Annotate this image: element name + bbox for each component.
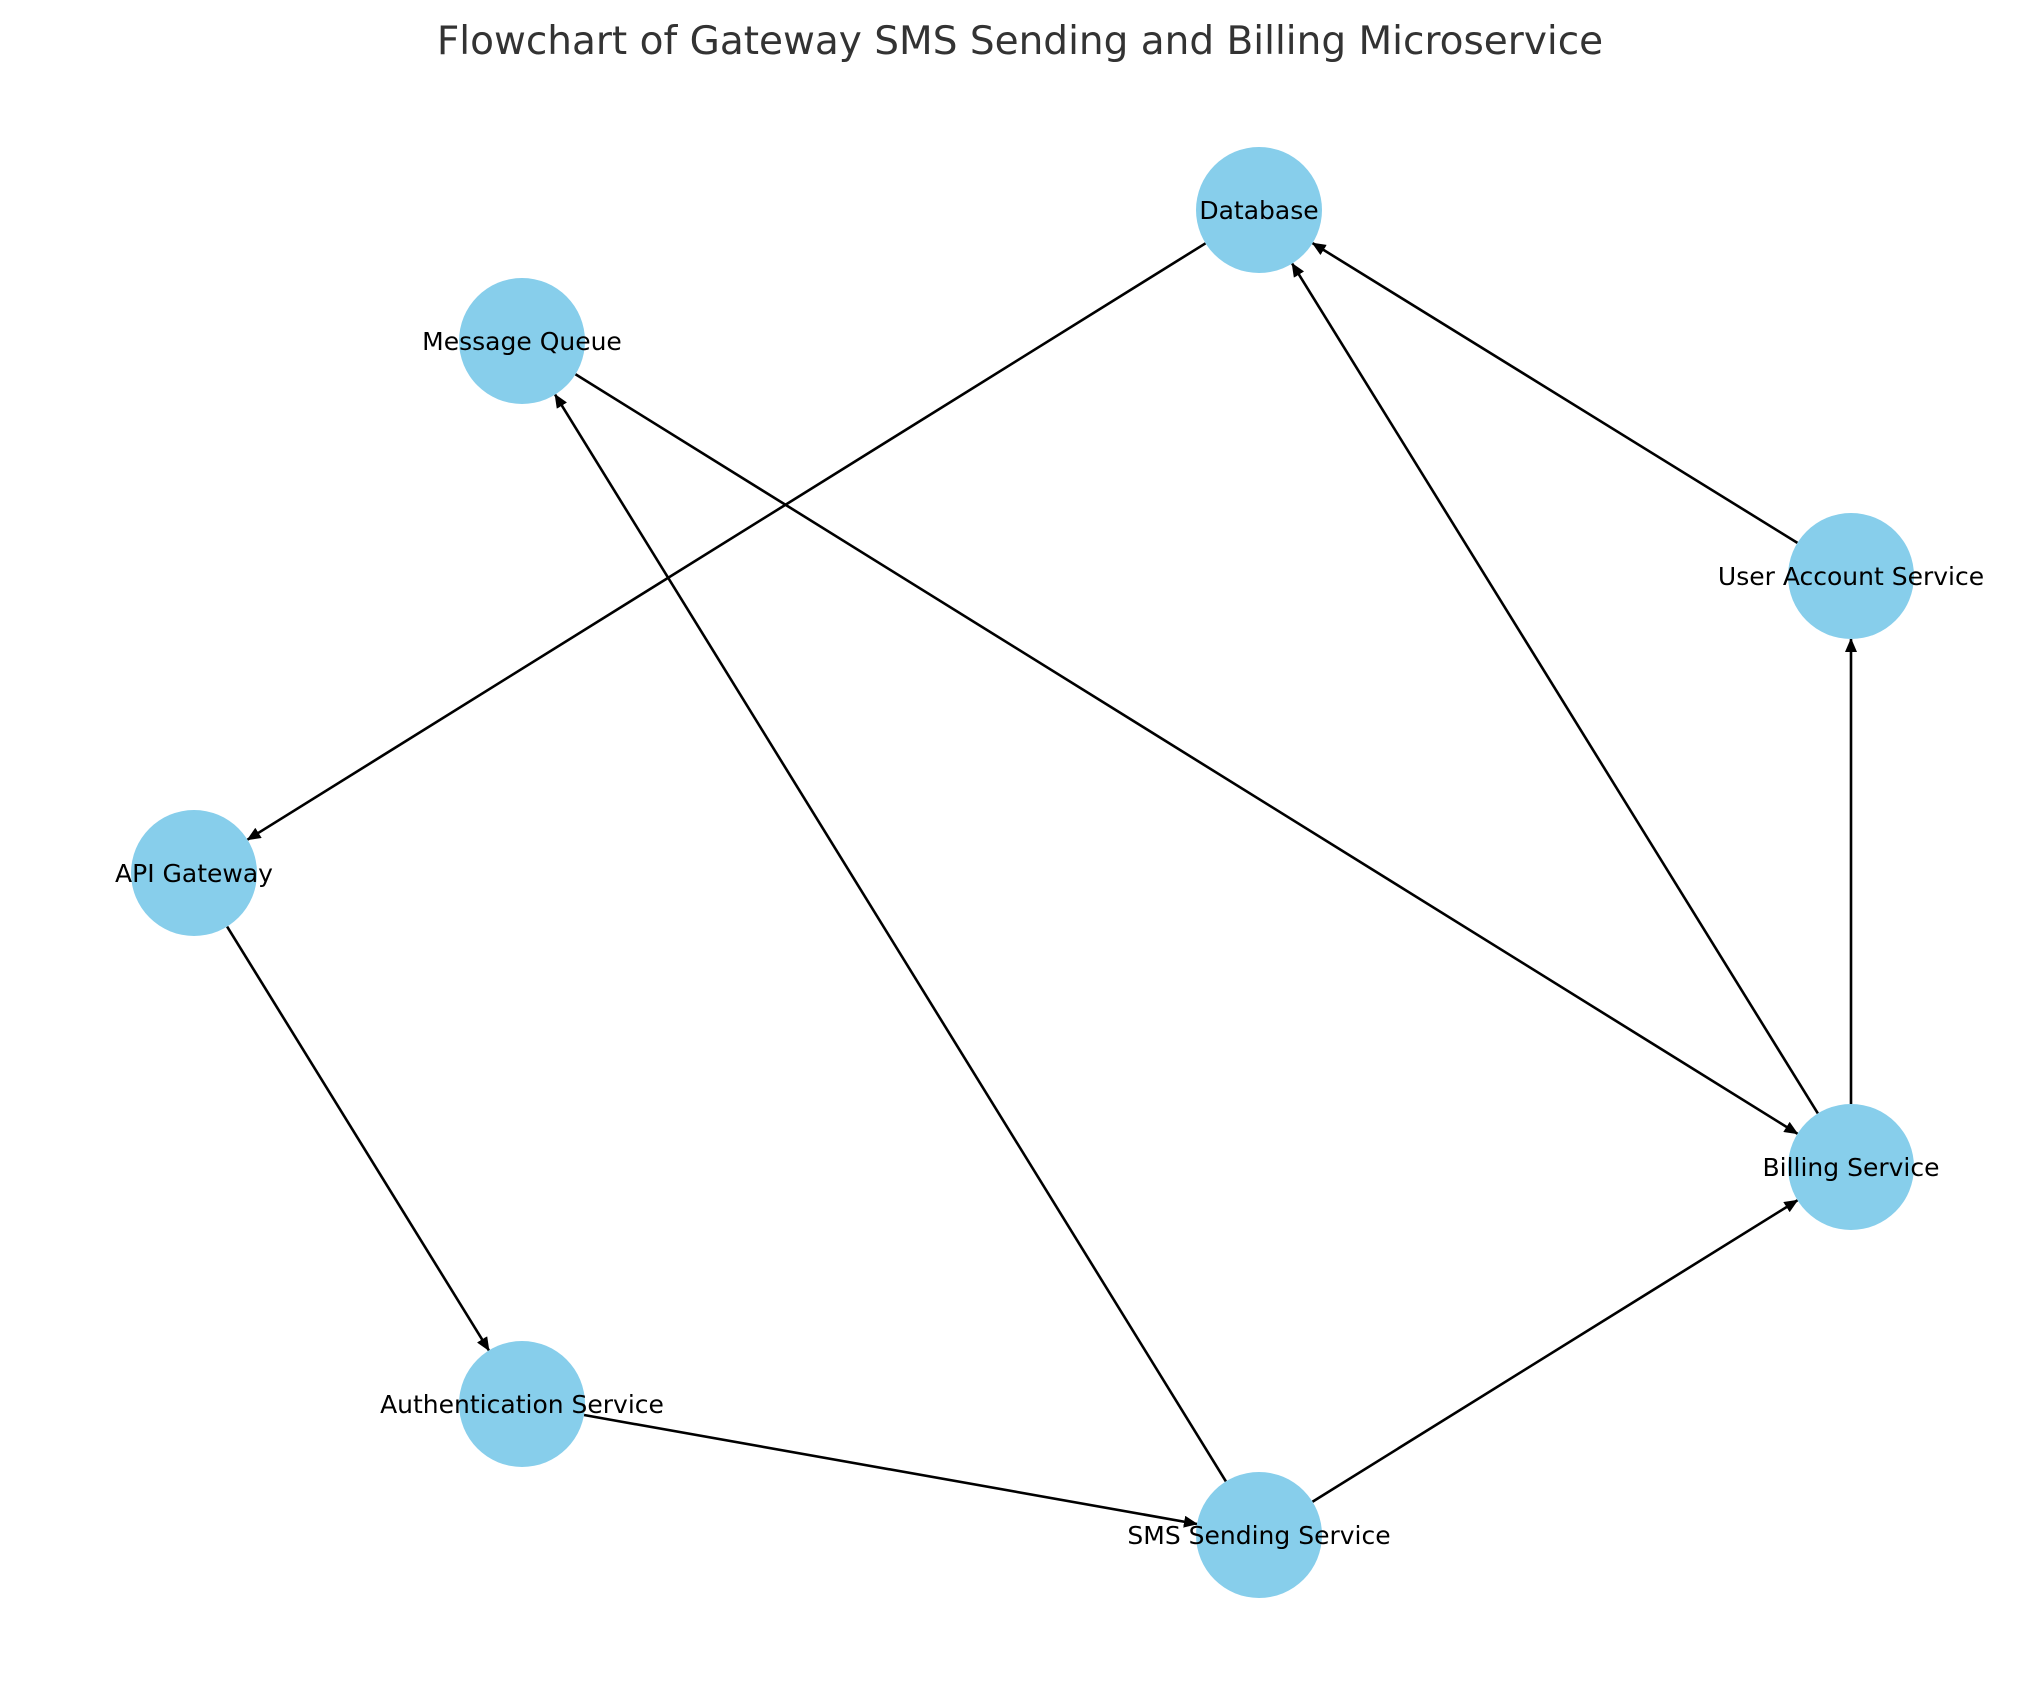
edge-sms-sending-to-message-queue	[553, 393, 1228, 1483]
node-sms-sending: SMS Sending Service	[1127, 1472, 1391, 1598]
node-label: Message Queue	[422, 327, 622, 356]
node-label: User Account Service	[1718, 562, 1984, 591]
edge-auth-to-sms-sending	[583, 1413, 1198, 1528]
edge-billing-to-database	[1291, 262, 1819, 1115]
node-circle	[131, 810, 257, 936]
node-circle	[459, 278, 585, 404]
node-auth: Authentication Service	[380, 1341, 664, 1467]
node-label: Database	[1199, 196, 1318, 225]
node-circle	[459, 1341, 585, 1467]
node-label: Authentication Service	[380, 1390, 664, 1419]
node-circle	[1196, 147, 1322, 273]
node-user-account: User Account Service	[1718, 513, 1984, 639]
node-billing: Billing Service	[1763, 1104, 1940, 1230]
edge-message-queue-to-billing	[574, 373, 1799, 1135]
node-label: SMS Sending Service	[1127, 1521, 1390, 1550]
edge-sms-sending-to-billing	[1311, 1199, 1799, 1503]
edge-database-to-api-gateway	[246, 242, 1207, 841]
edges-layer	[226, 242, 1857, 1528]
edge-api-gateway-to-auth	[226, 925, 490, 1352]
node-database: Database	[1196, 147, 1322, 273]
node-message-queue: Message Queue	[422, 278, 622, 404]
node-circle	[1788, 1104, 1914, 1230]
node-circle	[1196, 1472, 1322, 1598]
edge-user-account-to-database	[1311, 242, 1799, 544]
node-circle	[1788, 513, 1914, 639]
node-label: Billing Service	[1763, 1153, 1940, 1182]
chart-title: Flowchart of Gateway SMS Sending and Bil…	[437, 19, 1603, 64]
node-label: API Gateway	[115, 859, 273, 888]
node-api-gateway: API Gateway	[115, 810, 273, 936]
